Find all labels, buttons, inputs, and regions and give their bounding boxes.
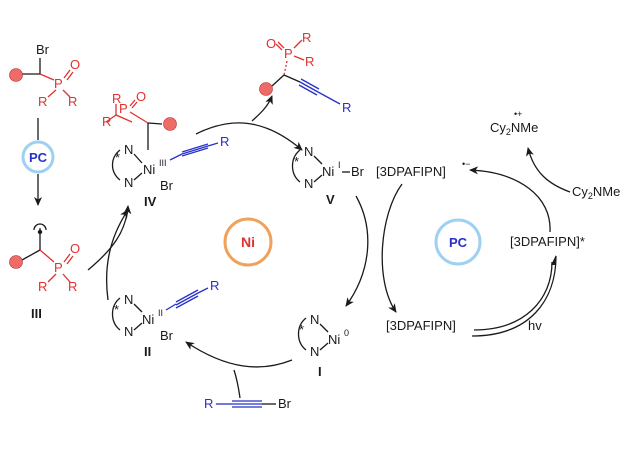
- radical-III: P O R R III: [9, 223, 80, 321]
- substrate-r2: R: [68, 94, 77, 109]
- ii-bromine: Br: [160, 328, 174, 343]
- pc-badge-left: PC: [21, 140, 55, 174]
- ii-alkyne-r: R: [210, 278, 219, 293]
- label-I: I: [318, 364, 322, 379]
- radical-oxygen: O: [70, 241, 80, 256]
- ii-ni: Ni: [142, 312, 154, 327]
- complex-II: * N N Ni II R Br II: [111, 278, 219, 359]
- v-n1: N: [304, 144, 313, 159]
- iv-ni: Ni: [143, 162, 155, 177]
- light-label: hv: [528, 318, 542, 333]
- reduction-arrow: [345, 195, 369, 307]
- iv-star: *: [115, 150, 120, 165]
- iv-alkyne-r: R: [220, 134, 229, 149]
- radical-addition-arrow: [105, 209, 129, 301]
- radical-r2: R: [68, 279, 77, 294]
- substrate-r1: R: [38, 94, 47, 109]
- pc-reduced-charge: •−: [462, 159, 470, 169]
- iv-oxidation: III: [159, 158, 167, 168]
- i-star: *: [299, 322, 304, 337]
- reagent-r: R: [204, 396, 213, 411]
- v-ni: Ni: [322, 164, 334, 179]
- v-oxidation: I: [338, 160, 341, 170]
- pc-reduced: [3DPAFIPN] •−: [376, 159, 470, 179]
- substituent-ball: [9, 68, 23, 82]
- svg-text:Cy2NMe: Cy2NMe: [572, 184, 620, 201]
- radical-cation-charge: •+: [514, 109, 522, 119]
- i-n1: N: [310, 312, 319, 327]
- svg-text:Cy2NMe: Cy2NMe: [490, 120, 538, 137]
- pc-excited: [3DPAFIPN]*: [510, 234, 585, 249]
- label-IV: IV: [144, 194, 157, 209]
- iv-r1: R: [102, 114, 111, 129]
- iv-oxygen: O: [136, 89, 146, 104]
- product-oxygen: O: [266, 36, 276, 51]
- i-n2: N: [310, 344, 319, 359]
- ii-n2: N: [124, 324, 133, 339]
- photoexcitation-arrow: [471, 255, 557, 337]
- excitation-return-arrow: [473, 261, 553, 331]
- ii-star: *: [114, 302, 119, 317]
- iv-bromine: Br: [160, 178, 174, 193]
- label-II: II: [144, 344, 151, 359]
- pc-cycle-label: PC: [449, 235, 468, 250]
- ni-badge: Ni: [223, 217, 273, 267]
- pc-left-label: PC: [29, 150, 48, 165]
- v-star: *: [294, 154, 299, 169]
- radical-r1: R: [38, 279, 47, 294]
- alkynyl-bromide-feed: [233, 369, 241, 399]
- product-r1: R: [302, 30, 311, 45]
- reductive-elimination-arrow: [195, 122, 303, 151]
- product-phosphorus: P: [284, 46, 293, 61]
- product-release-arrow: [251, 95, 273, 122]
- alkynyl-bromide: R Br: [204, 396, 292, 411]
- i-oxidation: 0: [344, 328, 349, 338]
- substrate-oxygen: O: [70, 57, 80, 72]
- iv-n2: N: [124, 175, 133, 190]
- radical-phosphorus: P: [54, 260, 63, 275]
- label-V: V: [326, 192, 335, 207]
- product-r2: R: [305, 54, 314, 69]
- reductive-quenching-arrow: [469, 166, 551, 233]
- iv-phosphorus: P: [119, 101, 128, 116]
- single-electron-transfer-arrow: [381, 183, 403, 313]
- amine-oxidation-arrow: [526, 147, 571, 193]
- label-III: III: [31, 306, 42, 321]
- ni-cycle-label: Ni: [241, 234, 255, 250]
- ii-n1: N: [124, 292, 133, 307]
- pc-ground: [3DPAFIPN]: [386, 318, 456, 333]
- complex-V: * N N Ni I Br V: [291, 144, 365, 207]
- quencher: Cy2NMe: [572, 184, 620, 201]
- ii-oxidation: II: [158, 308, 163, 318]
- pc-reduced-label: [3DPAFIPN]: [376, 164, 446, 179]
- i-ni: Ni: [328, 332, 340, 347]
- substrate-phosphorus: P: [54, 76, 63, 91]
- reagent-bromine: Br: [278, 396, 292, 411]
- iv-r2: R: [112, 91, 121, 106]
- product-alkyne-r: R: [342, 100, 351, 115]
- radical-cation: •+ Cy2NMe: [490, 109, 538, 137]
- v-n2: N: [304, 176, 313, 191]
- pc-badge-cycle: PC: [434, 218, 482, 266]
- substrate-bromine: Br: [36, 42, 50, 57]
- complex-IV: R R P O * N N Ni III R Br IV: [102, 89, 229, 209]
- iv-n1: N: [124, 142, 133, 157]
- complex-I: * N N Ni 0 I: [297, 312, 349, 379]
- product: O P R R R: [259, 30, 351, 115]
- v-bromine: Br: [351, 164, 365, 179]
- bromide-substrate: Br P O R R: [9, 42, 80, 109]
- oxidative-addition-arrow: [185, 341, 293, 368]
